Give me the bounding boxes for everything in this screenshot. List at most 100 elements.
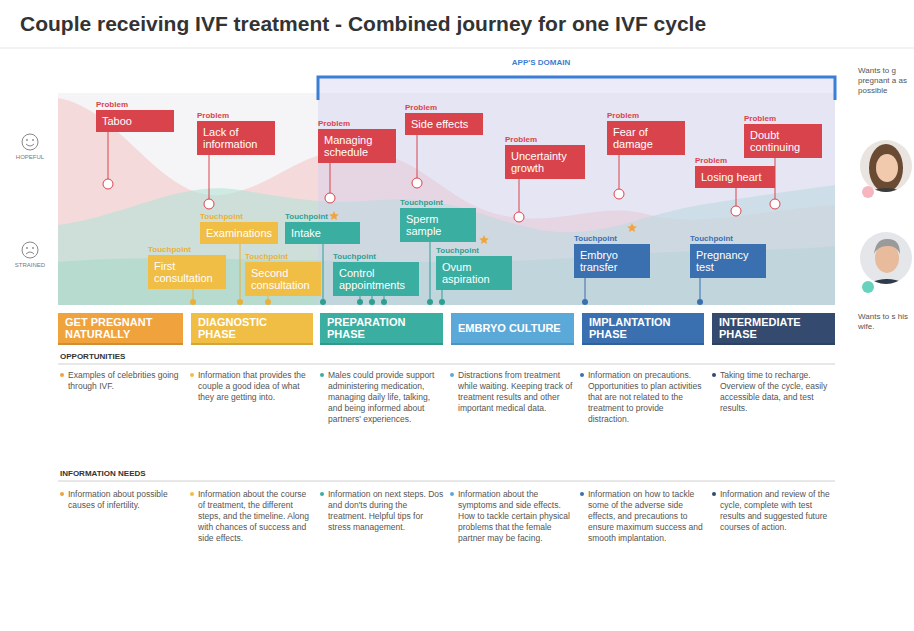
opportunity-text: Information on precautions. Opportunitie… <box>588 370 704 425</box>
section-rule <box>58 364 835 365</box>
problem-box: ProblemTaboo <box>96 110 174 132</box>
portrait <box>869 144 903 192</box>
touchpoint-box: TouchpointSecond consultation <box>245 262 321 296</box>
touchpoint-dot <box>320 299 326 305</box>
bullet <box>60 492 64 496</box>
box-text: Doubt continuing <box>750 129 816 153</box>
information-need-text: Information on how to tackle some of the… <box>588 489 704 544</box>
problem-box: ProblemLosing heart <box>695 166 775 188</box>
information-need-text: Information on next steps. Dos and don't… <box>328 489 444 533</box>
problem-box: ProblemSide effects <box>405 113 483 135</box>
bullet <box>712 373 716 377</box>
box-heading: Touchpoint <box>285 212 328 221</box>
bullet <box>712 492 716 496</box>
portrait <box>858 138 914 208</box>
portrait <box>858 230 914 303</box>
strained-face <box>22 242 38 258</box>
strained-face <box>26 252 34 254</box>
box-text: Fear of damage <box>613 126 679 150</box>
problem-marker <box>514 212 524 222</box>
persona-note: Wants to g pregnant a as possible <box>858 66 912 96</box>
portrait <box>874 239 900 254</box>
box-text: Lack of information <box>203 126 269 150</box>
touchpoint-dot <box>369 299 375 305</box>
touchpoint-box: TouchpointIntake <box>285 222 360 244</box>
touchpoint-box: TouchpointFirst consultation <box>148 255 226 289</box>
opportunity-text: Examples of celebrities going through IV… <box>68 370 184 392</box>
box-text: Managing schedule <box>324 134 390 158</box>
problem-box: ProblemLack of information <box>197 121 275 155</box>
bullet <box>190 492 194 496</box>
problem-marker <box>770 199 780 209</box>
touchpoint-box: TouchpointEmbryo transfer <box>574 244 650 278</box>
box-text: Uncertainty growth <box>511 150 579 174</box>
phase-bar: GET PREGNANT NATURALLY <box>58 313 183 345</box>
bullet <box>450 492 454 496</box>
box-text: Sperm sample <box>406 213 470 237</box>
touchpoint-dot <box>697 299 703 305</box>
information-need-text: Information about the course of treatmen… <box>198 489 314 544</box>
problem-box: ProblemManaging schedule <box>318 129 396 163</box>
touchpoint-box: TouchpointExaminations <box>200 222 278 244</box>
bullet <box>190 373 194 377</box>
touchpoint-dot <box>381 299 387 305</box>
box-text: Losing heart <box>701 171 769 183</box>
touchpoint-box: TouchpointControl appointments <box>333 262 419 296</box>
box-heading: Touchpoint <box>245 252 288 261</box>
box-heading: Problem <box>695 156 727 165</box>
touchpoint-dot <box>265 299 271 305</box>
touchpoint-box: TouchpointOvum aspiration <box>436 256 512 290</box>
persona-dot <box>862 186 874 198</box>
bullet <box>580 492 584 496</box>
problem-box: ProblemUncertainty growth <box>505 145 585 179</box>
box-heading: Touchpoint <box>400 198 443 207</box>
box-heading: Problem <box>96 100 128 109</box>
information-need-text: Information about the symptoms and side … <box>458 489 574 544</box>
box-text: Pregnancy test <box>696 249 760 273</box>
box-heading: Problem <box>197 111 229 120</box>
box-text: Examinations <box>206 227 272 239</box>
problem-marker <box>731 206 741 216</box>
opportunity-text: Distractions from treatment while waitin… <box>458 370 574 414</box>
opportunity-text: Males could provide support administerin… <box>328 370 444 425</box>
information-need-text: Information and review of the cycle, com… <box>720 489 836 533</box>
problem-marker <box>412 178 422 188</box>
box-heading: Touchpoint <box>690 234 733 243</box>
strained-face <box>32 247 34 249</box>
opportunity-text: Taking time to recharge. Overview of the… <box>720 370 836 414</box>
problem-box: ProblemDoubt continuing <box>744 124 822 158</box>
box-text: Side effects <box>411 118 477 130</box>
box-heading: Problem <box>607 111 639 120</box>
box-text: Embryo transfer <box>580 249 644 273</box>
phase-bar: INTERMEDIATE PHASE <box>712 313 835 345</box>
box-heading: Problem <box>744 114 776 123</box>
box-heading: Touchpoint <box>333 252 376 261</box>
information-need-text: Information about possible causes of inf… <box>68 489 184 511</box>
opportunity-text: Information that provides the couple a g… <box>198 370 314 403</box>
box-heading: Touchpoint <box>436 246 479 255</box>
app-domain-bracket <box>318 77 835 100</box>
bullet <box>60 373 64 377</box>
box-text: Control appointments <box>339 267 413 291</box>
strained-face <box>26 247 28 249</box>
box-text: GET PREGNANT NATURALLY <box>65 316 176 340</box>
app-domain-region <box>318 78 835 305</box>
box-heading: Problem <box>318 119 350 128</box>
phase-bar: DIAGNOSTIC PHASE <box>191 313 313 345</box>
box-heading: Touchpoint <box>574 234 617 243</box>
problem-marker <box>103 179 113 189</box>
problem-marker <box>204 199 214 209</box>
portrait <box>876 154 898 182</box>
bullet <box>450 373 454 377</box>
diagram-title: Couple receiving IVF treatment - Combine… <box>20 12 706 36</box>
star-icon <box>329 211 339 220</box>
axis-label: STRAINED <box>15 262 45 268</box>
box-text: Intake <box>291 227 354 239</box>
bullet <box>580 373 584 377</box>
section-rule <box>58 481 835 482</box>
box-text: Second consultation <box>251 267 315 291</box>
touchpoint-dot <box>439 299 445 305</box>
problem-box: ProblemFear of damage <box>607 121 685 155</box>
bullet <box>320 373 324 377</box>
